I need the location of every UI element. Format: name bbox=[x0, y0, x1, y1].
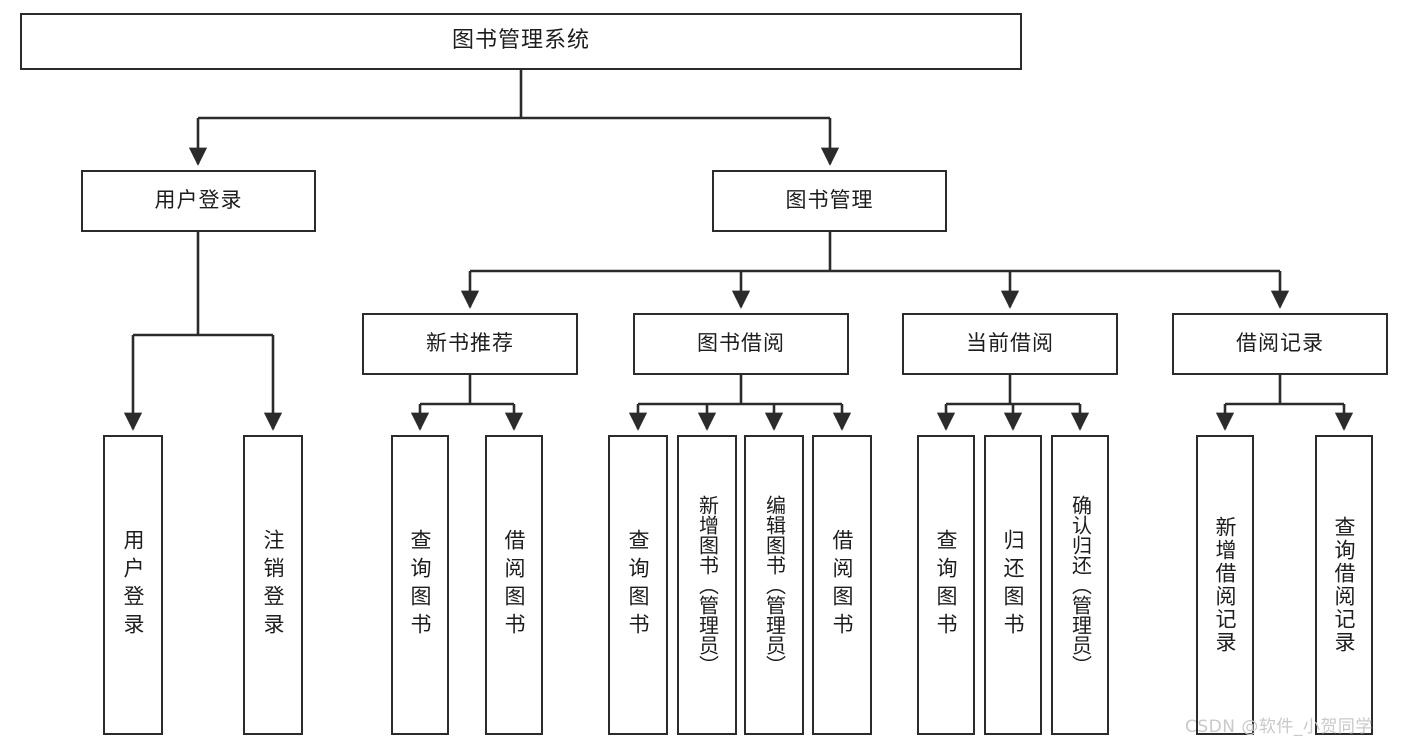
node-label: 查询图书 bbox=[626, 529, 651, 641]
node-label: 借阅图书 bbox=[830, 529, 855, 641]
node-leaf-query-borrow-record[interactable]: 查询借阅记录 bbox=[1315, 435, 1373, 735]
node-label: 图书借阅 bbox=[697, 331, 785, 356]
node-root-book-management-system[interactable]: 图书管理系统 bbox=[20, 13, 1022, 70]
node-borrow-record[interactable]: 借阅记录 bbox=[1172, 313, 1388, 375]
node-leaf-add-book-admin[interactable]: 新增图书（管理员） bbox=[677, 435, 737, 735]
node-label: 图书管理 bbox=[785, 188, 874, 213]
node-leaf-user-login[interactable]: 用户登录 bbox=[103, 435, 163, 735]
node-user-login[interactable]: 用户登录 bbox=[81, 170, 316, 232]
node-label: 编辑图书（管理员） bbox=[762, 495, 787, 675]
node-label: 归还图书 bbox=[1001, 529, 1026, 641]
node-label: 借阅记录 bbox=[1236, 331, 1324, 356]
node-leaf-user-logout[interactable]: 注销登录 bbox=[243, 435, 303, 735]
node-new-book-recommendation[interactable]: 新书推荐 bbox=[362, 313, 578, 375]
node-leaf-return-book[interactable]: 归还图书 bbox=[984, 435, 1042, 735]
node-label: 注销登录 bbox=[261, 529, 286, 641]
node-leaf-query-book-current[interactable]: 查询图书 bbox=[917, 435, 975, 735]
watermark-text: CSDN @软件_小贺同学 bbox=[1185, 717, 1373, 737]
node-label: 查询图书 bbox=[934, 529, 959, 641]
node-label: 新书推荐 bbox=[426, 331, 514, 356]
node-leaf-add-borrow-record[interactable]: 新增借阅记录 bbox=[1196, 435, 1254, 735]
node-label: 新增借阅记录 bbox=[1213, 516, 1238, 654]
node-book-borrow[interactable]: 图书借阅 bbox=[633, 313, 849, 375]
node-leaf-borrow-book[interactable]: 借阅图书 bbox=[812, 435, 872, 735]
node-label: 新增图书（管理员） bbox=[695, 495, 720, 675]
node-leaf-edit-book-admin[interactable]: 编辑图书（管理员） bbox=[744, 435, 804, 735]
node-label: 确认归还（管理员） bbox=[1068, 495, 1093, 675]
node-leaf-query-book-borrow[interactable]: 查询图书 bbox=[608, 435, 668, 735]
node-leaf-borrow-book-recommendation[interactable]: 借阅图书 bbox=[485, 435, 543, 735]
node-book-manage[interactable]: 图书管理 bbox=[712, 170, 947, 232]
node-label: 查询图书 bbox=[408, 529, 433, 641]
node-leaf-confirm-return-admin[interactable]: 确认归还（管理员） bbox=[1051, 435, 1109, 735]
node-label: 图书管理系统 bbox=[451, 28, 590, 54]
node-current-borrow[interactable]: 当前借阅 bbox=[902, 313, 1118, 375]
node-leaf-query-book-recommendation[interactable]: 查询图书 bbox=[391, 435, 449, 735]
node-label: 借阅图书 bbox=[502, 529, 527, 641]
node-label: 用户登录 bbox=[154, 188, 243, 213]
node-label: 用户登录 bbox=[121, 529, 146, 641]
node-label: 当前借阅 bbox=[966, 331, 1054, 356]
node-label: 查询借阅记录 bbox=[1332, 516, 1357, 654]
